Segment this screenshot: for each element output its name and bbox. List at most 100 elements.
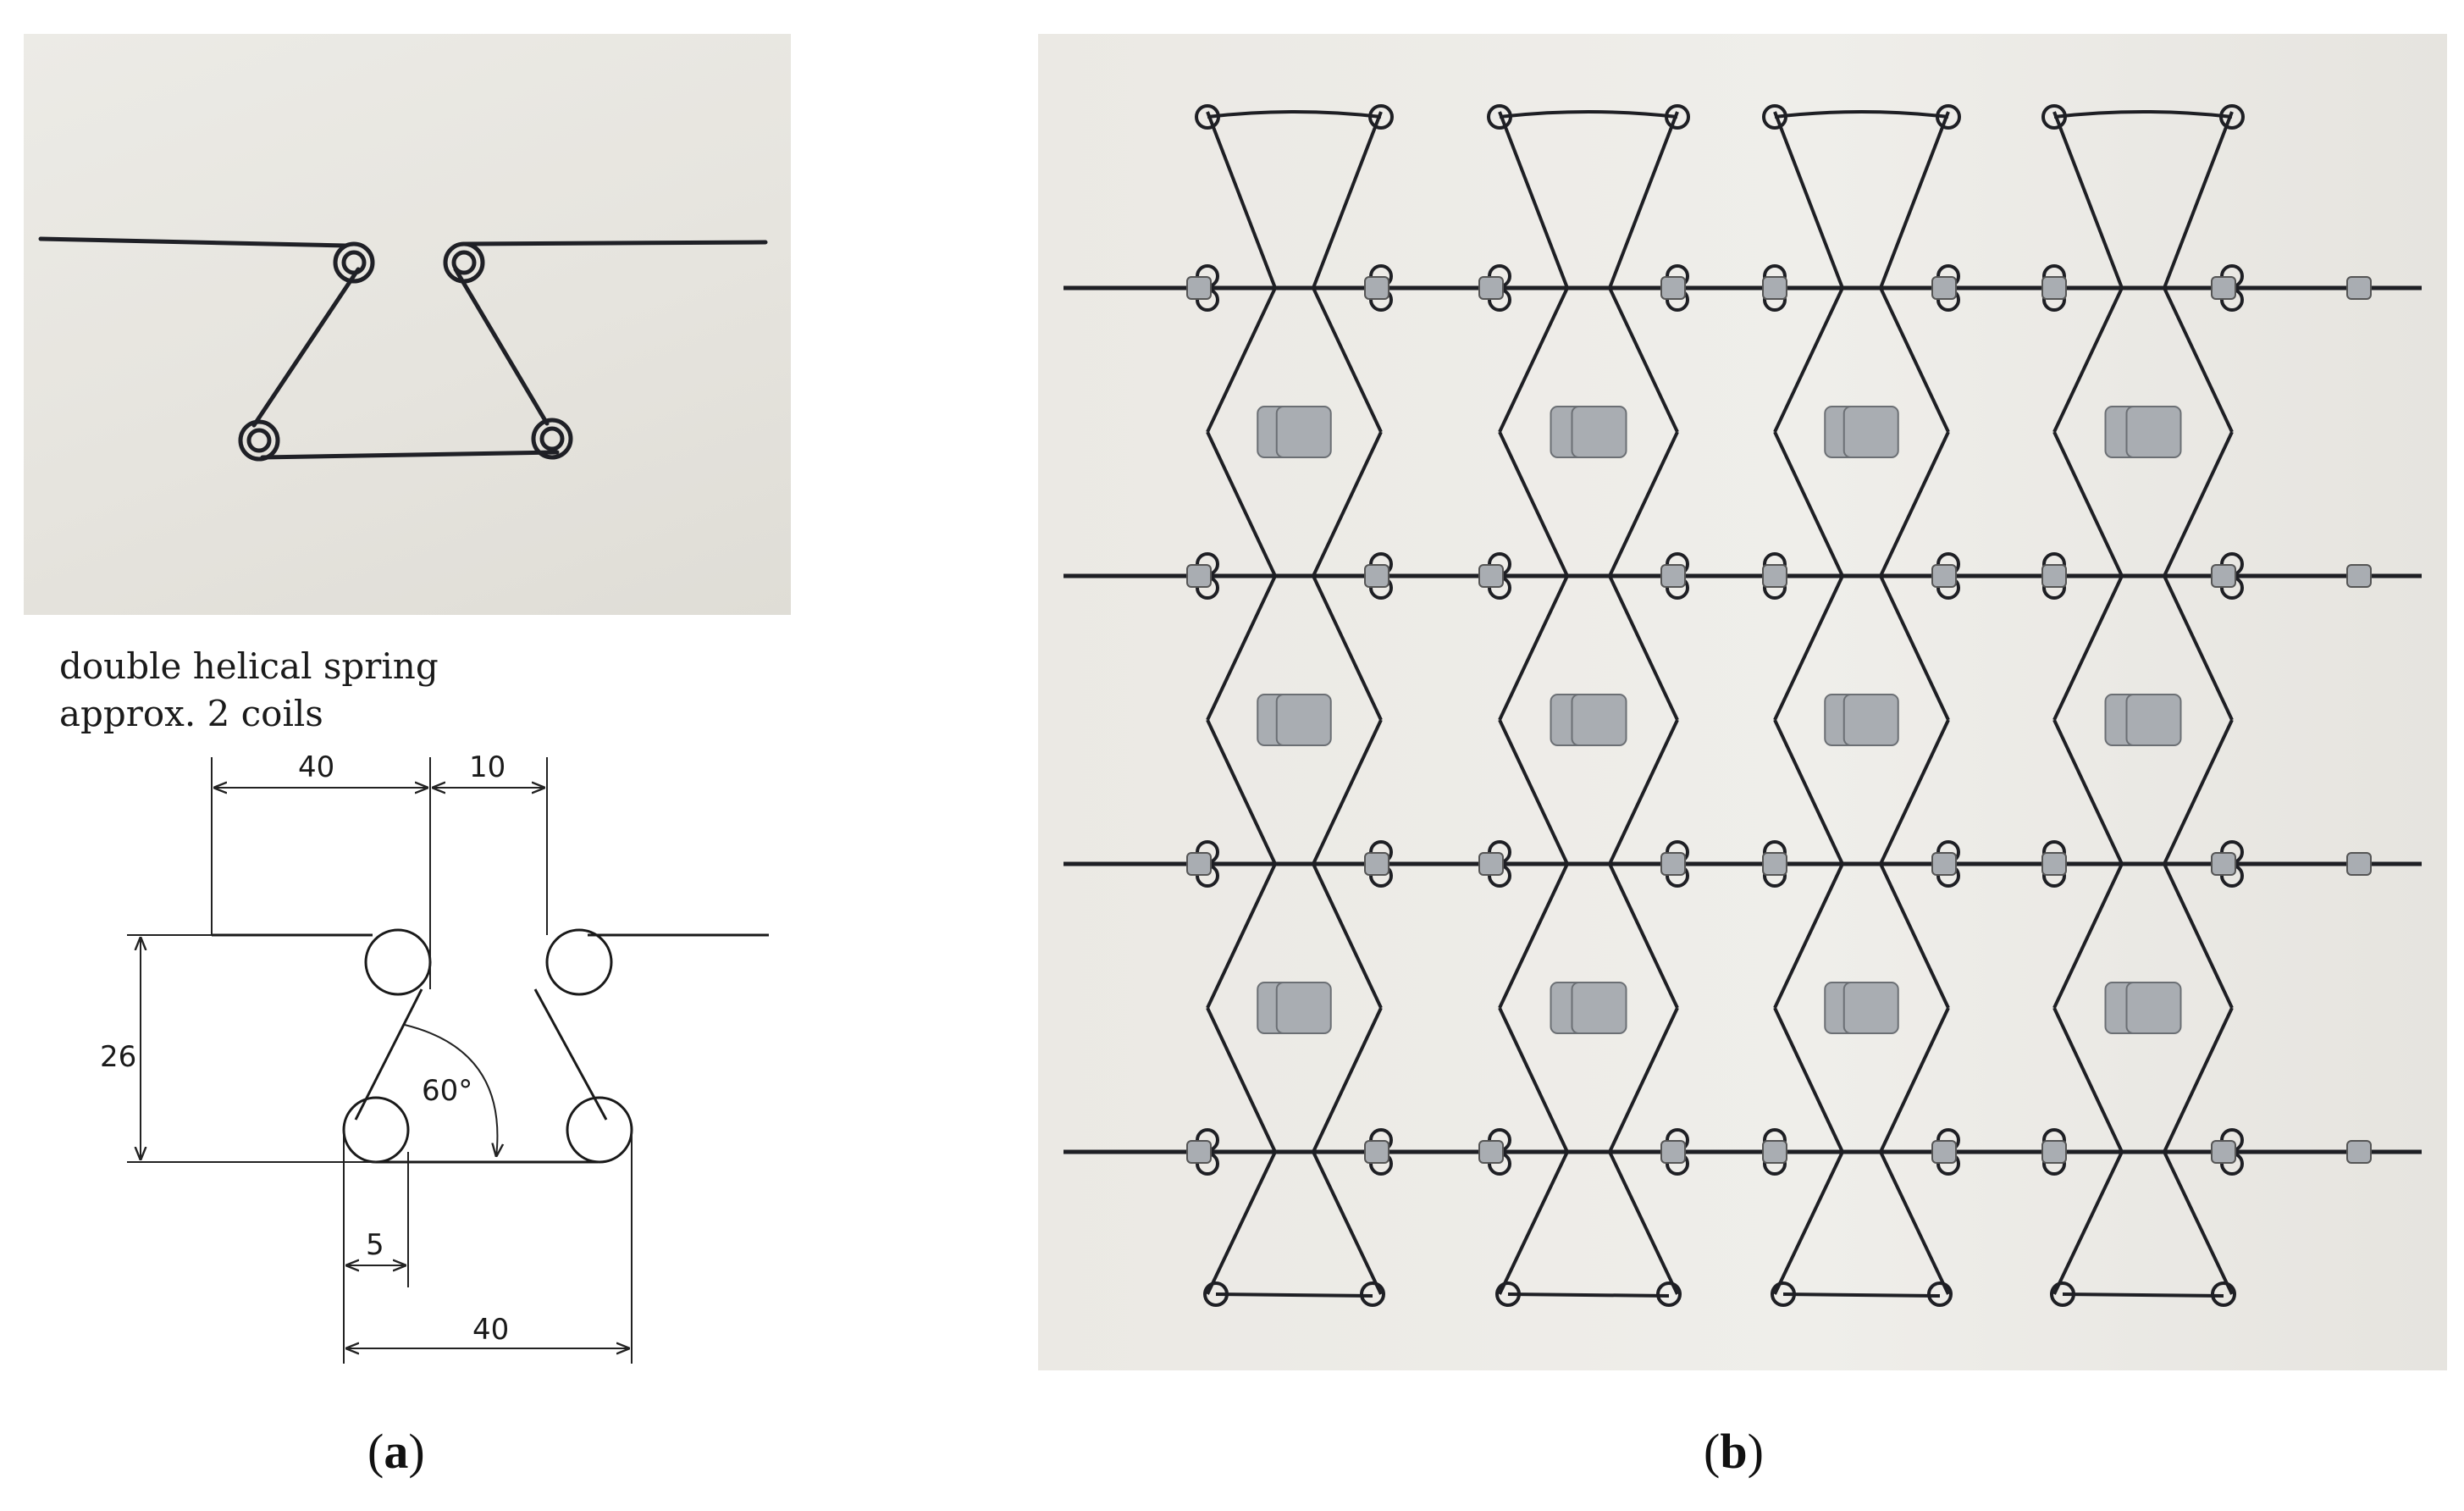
lattice-nut	[1762, 1140, 1787, 1164]
caption-a-open: (	[367, 1424, 384, 1479]
angle-arc	[404, 1024, 497, 1157]
lattice-nut	[1762, 564, 1787, 588]
lattice-nut	[1186, 276, 1212, 300]
lattice-bottom-bar	[1507, 1292, 1670, 1298]
lattice-mass	[1275, 406, 1332, 458]
lattice-coil	[1368, 104, 1394, 130]
lattice-coil	[1656, 1281, 1682, 1307]
lattice-coil	[1360, 1281, 1385, 1307]
lattice-coil	[2211, 1281, 2236, 1307]
coil-bottom-left	[238, 419, 280, 462]
lattice-nut	[1186, 852, 1212, 876]
lattice-coil	[1927, 1281, 1953, 1307]
right-diagonal-wire	[453, 267, 550, 426]
lattice-nut	[2041, 1140, 2067, 1164]
drawing-coil-top-left	[364, 928, 432, 996]
lattice-nut	[1660, 276, 1686, 300]
spring-dimension-drawing	[127, 757, 769, 1364]
lattice-mass	[1842, 982, 1899, 1034]
spring-note-line-1: double helical spring	[59, 645, 439, 687]
spring-note-line-2: approx. 2 coils	[59, 693, 323, 734]
lattice-nut	[1660, 1140, 1686, 1164]
lattice-mass	[1842, 406, 1899, 458]
lattice-bottom-bar	[2062, 1292, 2224, 1298]
lattice-top-bar	[1774, 110, 1949, 119]
lattice-top-bar	[1207, 110, 1382, 119]
lattice-nut	[1478, 276, 1504, 300]
dim-label-gap-width: 10	[469, 750, 506, 784]
lattice-nut	[2041, 276, 2067, 300]
lattice-nut	[2346, 276, 2372, 300]
lattice-coil	[1195, 104, 1220, 130]
lattice-nut	[1931, 564, 1957, 588]
lattice-nut	[2041, 564, 2067, 588]
lattice-top-bar	[1499, 110, 1678, 119]
lattice-nut	[2211, 564, 2236, 588]
lattice-nut	[2346, 1140, 2372, 1164]
lattice-zigzag-left	[1773, 111, 1844, 1295]
lattice-zigzag-right	[1608, 111, 1679, 1295]
lattice-zigzag-right	[1312, 111, 1383, 1295]
lattice-mass	[1571, 406, 1627, 458]
caption-a-close: )	[408, 1424, 425, 1479]
lattice-bottom-bar	[1215, 1292, 1373, 1298]
lattice-coil	[1936, 104, 1961, 130]
lattice-zigzag-left	[2052, 111, 2124, 1295]
lattice-nut	[1186, 1140, 1212, 1164]
drawing-right-diagonal	[533, 988, 608, 1121]
lattice-mass	[1571, 982, 1627, 1034]
lattice-nut	[1364, 276, 1389, 300]
lattice-coil	[1203, 1281, 1229, 1307]
lattice-coil	[2219, 104, 2245, 130]
lattice-nut	[1364, 852, 1389, 876]
lattice-coil	[1665, 104, 1690, 130]
dim-label-bottom-width: 40	[472, 1313, 510, 1347]
lattice-photo	[1038, 34, 2447, 1370]
lattice-coil	[1771, 1281, 1796, 1307]
lattice-nut	[2211, 276, 2236, 300]
lattice-nut	[1364, 564, 1389, 588]
lattice-mass	[2125, 406, 2182, 458]
lattice-nut	[2211, 852, 2236, 876]
lattice-nut	[2041, 852, 2067, 876]
lattice-mass	[1842, 694, 1899, 746]
spring-photo	[24, 34, 791, 615]
caption-b-letter: b	[1720, 1424, 1748, 1479]
lattice-coil	[1762, 104, 1787, 130]
caption-b: (b)	[1704, 1423, 1764, 1480]
lattice-mass	[1571, 694, 1627, 746]
lattice-zigzag-right	[1879, 111, 1950, 1295]
caption-b-open: (	[1704, 1424, 1721, 1479]
lattice-zigzag-left	[1206, 111, 1277, 1295]
lattice-nut	[1478, 1140, 1504, 1164]
lattice-bottom-bar	[1782, 1292, 1941, 1298]
drawing-coil-bottom-left	[342, 1096, 410, 1164]
lattice-nut	[1762, 276, 1787, 300]
lattice-nut	[1762, 852, 1787, 876]
lattice-coil	[2041, 104, 2067, 130]
left-arm-wire	[38, 236, 348, 248]
lattice-top-bar	[2053, 110, 2233, 119]
lattice-nut	[2346, 852, 2372, 876]
dim-label-angle: 60°	[422, 1074, 473, 1108]
lattice-zigzag-left	[1498, 111, 1569, 1295]
drawing-coil-top-right	[545, 928, 613, 996]
coil-bottom-right	[531, 418, 573, 460]
dim-label-top-width: 40	[298, 750, 335, 784]
lattice-mass	[1275, 982, 1332, 1034]
lattice-drawing	[1063, 104, 2422, 1307]
coil-top-right	[443, 241, 485, 284]
coil-top-left	[333, 241, 375, 284]
lattice-coil	[1487, 104, 1512, 130]
lattice-nut	[1660, 564, 1686, 588]
lattice-nut	[2211, 1140, 2236, 1164]
lattice-nut	[1931, 852, 1957, 876]
lattice-mass	[1275, 694, 1332, 746]
left-diagonal-wire	[251, 267, 361, 428]
caption-b-close: )	[1747, 1424, 1764, 1479]
lattice-coil	[1495, 1281, 1521, 1307]
lattice-coil	[2050, 1281, 2075, 1307]
caption-a: (a)	[367, 1423, 425, 1480]
lattice-mass	[2125, 982, 2182, 1034]
lattice-nut	[1186, 564, 1212, 588]
